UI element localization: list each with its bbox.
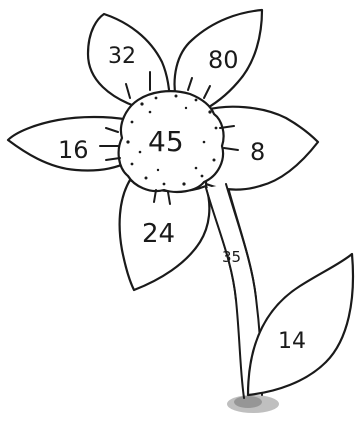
center-dot — [203, 141, 206, 144]
petal-top-left-number: 32 — [108, 44, 136, 69]
petal-top-right-number: 80 — [208, 46, 239, 74]
center-dot — [182, 182, 185, 185]
stem-number: 35 — [222, 248, 241, 266]
leaf-number: 14 — [278, 329, 306, 354]
center-dot — [157, 169, 159, 171]
center-dot — [131, 163, 134, 166]
center-dot — [126, 140, 129, 143]
ground-smudge-inner — [234, 396, 262, 408]
center-dot — [195, 167, 198, 170]
center-dot — [139, 151, 142, 154]
center-dot — [175, 95, 178, 98]
center-dot — [201, 175, 204, 178]
petal-bottom-number: 24 — [142, 219, 175, 249]
petal-right-number: 8 — [250, 138, 265, 166]
center-dot — [155, 97, 158, 100]
center-dot — [163, 183, 166, 186]
center-number: 45 — [148, 125, 184, 158]
center-dot — [185, 107, 187, 109]
center-dot — [195, 99, 198, 102]
center-dot — [145, 177, 148, 180]
leaf — [248, 254, 353, 395]
center-dot — [131, 121, 134, 124]
center-dot — [208, 110, 211, 113]
center-dot — [149, 111, 152, 114]
petal-left-number: 16 — [58, 136, 89, 164]
center-dot — [140, 102, 143, 105]
center-dot — [213, 159, 216, 162]
center-dot — [215, 127, 218, 130]
